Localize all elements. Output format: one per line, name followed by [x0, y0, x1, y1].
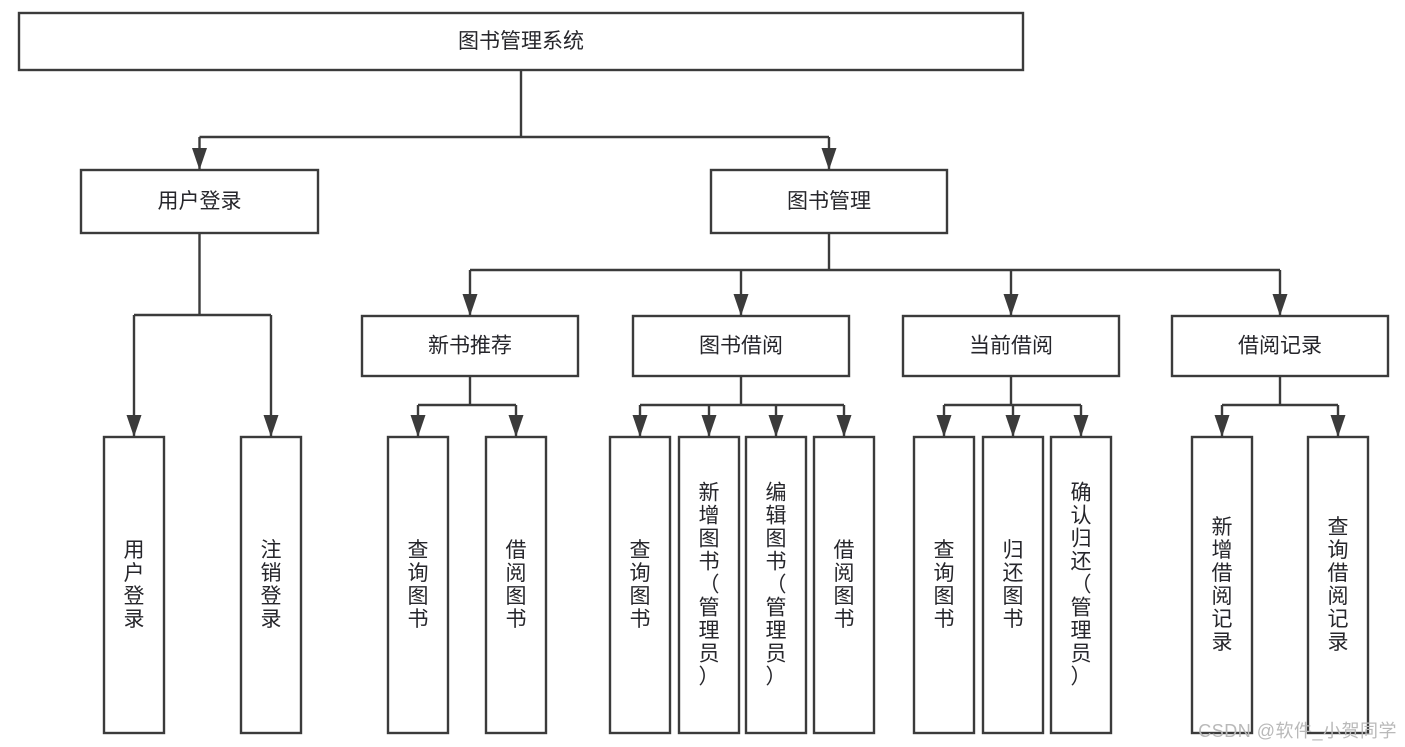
- node-box[interactable]: [17, 11, 1025, 72]
- arrowhead-icon: [1330, 415, 1346, 437]
- node-label: 新增图书（管理员）: [699, 481, 720, 688]
- node-box[interactable]: [1190, 435, 1254, 735]
- arrowhead-icon: [192, 148, 207, 170]
- arrowhead-icon: [936, 415, 952, 437]
- leaf-node-leaf-user-login[interactable]: 用户登录: [102, 435, 166, 735]
- leaf-node-leaf-query-book-1[interactable]: 查询图书: [386, 435, 450, 735]
- node-label: 用户登录: [124, 539, 145, 631]
- node-box[interactable]: [677, 435, 741, 735]
- arrowhead-icon: [1003, 294, 1019, 316]
- node-label: 查询借阅记录: [1328, 516, 1349, 654]
- arrowhead-icon: [836, 415, 852, 437]
- arrowhead-icon: [821, 148, 837, 170]
- node-box[interactable]: [608, 435, 672, 735]
- branch-node-user-login[interactable]: 用户登录: [79, 168, 320, 235]
- arrowhead-icon: [768, 415, 784, 437]
- arrowhead-icon: [1214, 415, 1230, 437]
- node-box[interactable]: [901, 314, 1121, 378]
- node-box[interactable]: [1306, 435, 1370, 735]
- root-node-root[interactable]: 图书管理系统: [17, 11, 1025, 72]
- node-box[interactable]: [484, 435, 548, 735]
- node-label: 当前借阅: [969, 335, 1053, 358]
- node-box[interactable]: [1049, 435, 1113, 735]
- leaf-node-leaf-edit-book-admin[interactable]: 编辑图书（管理员）: [744, 435, 808, 735]
- node-box[interactable]: [709, 168, 949, 235]
- node-box[interactable]: [912, 435, 976, 735]
- node-box[interactable]: [239, 435, 303, 735]
- arrowhead-icon: [632, 415, 648, 437]
- leaf-node-leaf-query-book-3[interactable]: 查询图书: [912, 435, 976, 735]
- node-box[interactable]: [744, 435, 808, 735]
- leaf-node-leaf-add-borrow-record[interactable]: 新增借阅记录: [1190, 435, 1254, 735]
- node-label: 新增借阅记录: [1212, 516, 1233, 654]
- node-label: 归还图书: [1003, 539, 1024, 631]
- arrowhead-icon: [1005, 415, 1021, 437]
- node-label: 新书推荐: [428, 335, 512, 358]
- leaf-node-leaf-query-book-2[interactable]: 查询图书: [608, 435, 672, 735]
- node-label: 查询图书: [408, 539, 429, 631]
- node-box[interactable]: [79, 168, 320, 235]
- connector-lines: [126, 70, 1346, 437]
- arrowhead-icon: [701, 415, 717, 437]
- node-label: 借阅图书: [506, 539, 527, 631]
- leaf-node-leaf-add-book-admin[interactable]: 新增图书（管理员）: [677, 435, 741, 735]
- node-boxes: 图书管理系统用户登录图书管理新书推荐图书借阅当前借阅借阅记录用户登录注销登录查询…: [17, 11, 1390, 735]
- node-box[interactable]: [631, 314, 851, 378]
- arrowhead-icon: [1272, 294, 1288, 316]
- node-box[interactable]: [1170, 314, 1390, 378]
- node-label: 确认归还（管理员）: [1071, 481, 1092, 688]
- node-label: 注销登录: [261, 539, 282, 631]
- node-label: 借阅图书: [834, 539, 855, 631]
- leaf-node-leaf-return-book[interactable]: 归还图书: [981, 435, 1045, 735]
- leaf-node-leaf-confirm-return-admin[interactable]: 确认归还（管理员）: [1049, 435, 1113, 735]
- node-label: 查询图书: [934, 539, 955, 631]
- node-box[interactable]: [102, 435, 166, 735]
- node-box[interactable]: [812, 435, 876, 735]
- branch-node-new-book-recommend[interactable]: 新书推荐: [360, 314, 580, 378]
- node-label: 用户登录: [158, 190, 242, 213]
- arrowhead-icon: [410, 415, 426, 437]
- arrowhead-icon: [1073, 415, 1089, 437]
- node-box[interactable]: [981, 435, 1045, 735]
- node-label: 查询图书: [630, 539, 651, 631]
- branch-node-current-borrow[interactable]: 当前借阅: [901, 314, 1121, 378]
- leaf-node-leaf-borrow-book-2[interactable]: 借阅图书: [812, 435, 876, 735]
- arrowhead-icon: [733, 294, 749, 316]
- branch-node-book-manage[interactable]: 图书管理: [709, 168, 949, 235]
- node-label: 图书借阅: [699, 335, 783, 358]
- arrowhead-icon: [126, 415, 142, 437]
- node-box[interactable]: [386, 435, 450, 735]
- branch-node-book-borrow[interactable]: 图书借阅: [631, 314, 851, 378]
- arrowhead-icon: [263, 415, 279, 437]
- branch-node-borrow-record[interactable]: 借阅记录: [1170, 314, 1390, 378]
- node-label: 借阅记录: [1238, 335, 1322, 358]
- arrowhead-icon: [508, 415, 524, 437]
- node-label: 编辑图书（管理员）: [766, 481, 787, 688]
- arrowhead-icon: [462, 294, 478, 316]
- node-label: 图书管理: [787, 190, 871, 213]
- node-label: 图书管理系统: [458, 30, 584, 53]
- node-box[interactable]: [360, 314, 580, 378]
- leaf-node-leaf-borrow-book-1[interactable]: 借阅图书: [484, 435, 548, 735]
- leaf-node-leaf-query-borrow-record[interactable]: 查询借阅记录: [1306, 435, 1370, 735]
- leaf-node-leaf-logout-login[interactable]: 注销登录: [239, 435, 303, 735]
